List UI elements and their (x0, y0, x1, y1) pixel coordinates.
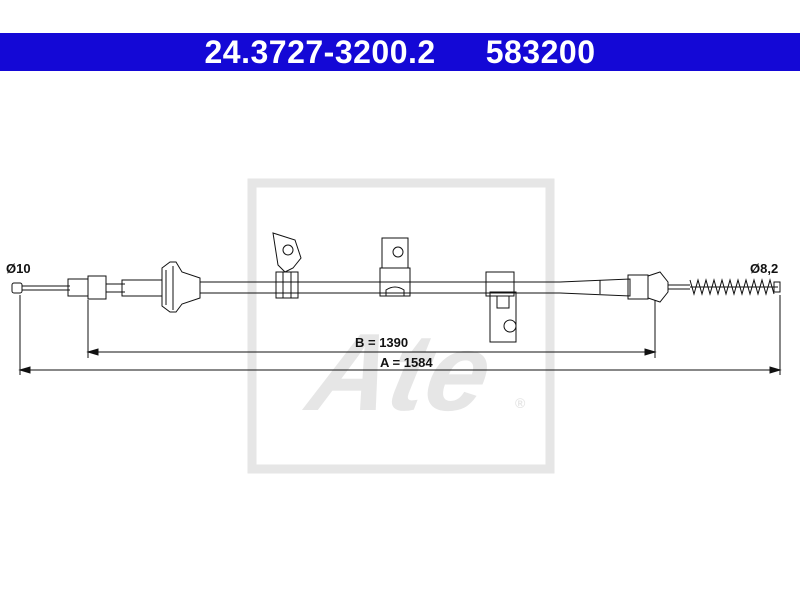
bracket-2 (379, 237, 411, 297)
right-end-fitting (773, 281, 781, 293)
watermark-registered: ® (515, 395, 526, 411)
title-bar: 24.3727-3200.2 583200 (0, 33, 800, 71)
part-number: 24.3727-3200.2 (204, 33, 436, 70)
reference-number: 583200 (485, 33, 596, 70)
left-ferrule (87, 275, 107, 300)
watermark-brand: Ate (296, 310, 502, 434)
dim-b-label: B = 1390 (355, 335, 408, 350)
right-retainer (647, 271, 669, 303)
bracket-1 (272, 232, 302, 299)
bracket-3 (485, 271, 517, 343)
right-sleeve (559, 278, 631, 297)
rubber-grommet (161, 261, 201, 313)
left-sleeve (121, 279, 163, 297)
dim-a-label: A = 1584 (380, 355, 433, 370)
right-ferrule (627, 274, 649, 300)
left-nipple (67, 278, 89, 297)
cable-assembly (11, 232, 781, 343)
watermark-frame (247, 178, 555, 474)
right-diameter-label: Ø8,2 (750, 261, 778, 276)
left-eye-end (11, 282, 23, 294)
dimension-lines (18, 295, 782, 375)
ate-watermark: Ate ® (247, 178, 555, 474)
left-diameter-label: Ø10 (6, 261, 31, 276)
